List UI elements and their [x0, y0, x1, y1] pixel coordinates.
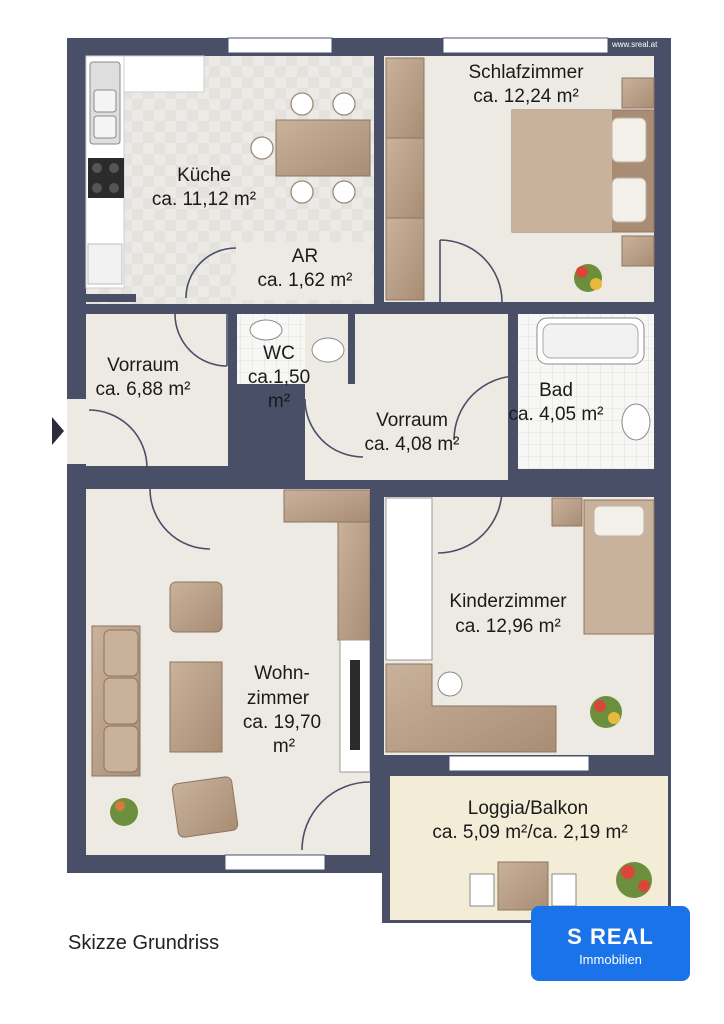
vorraum2-name: Vorraum	[376, 410, 448, 431]
loggia-table	[497, 861, 549, 911]
entry-arrow-icon	[52, 417, 64, 445]
stove-burners	[92, 163, 119, 193]
sreal-logo: S REAL Immobilien	[531, 906, 690, 981]
loggia-chair	[469, 873, 495, 907]
logo-sub: Immobilien	[579, 952, 642, 967]
wc-wall	[348, 314, 355, 384]
sink-basin	[93, 115, 117, 139]
wall-strip	[86, 294, 136, 302]
loggia-chair	[551, 873, 577, 907]
plant-icon	[110, 798, 138, 826]
plant-icon	[616, 862, 652, 898]
vorraum2-area: ca. 4,08 m²	[364, 434, 459, 455]
wc-unit: m²	[268, 391, 290, 412]
bath-sink-icon	[621, 403, 651, 441]
toilet-icon	[311, 337, 345, 363]
kids-pillow	[593, 505, 645, 537]
wardrobe	[385, 57, 425, 301]
dining-chairs	[250, 92, 356, 204]
tv-icon	[350, 660, 360, 750]
vorraum1-floor	[86, 314, 228, 466]
plant-icon	[574, 264, 602, 292]
ar-area: ca. 1,62 m²	[257, 270, 352, 291]
armchair	[171, 776, 239, 838]
ar-floor	[236, 242, 372, 300]
living-area: ca. 19,70	[243, 712, 321, 733]
kids-name: Kinderzimmer	[449, 591, 567, 612]
plant-icon	[590, 696, 622, 728]
watermark: www.sreal.at	[612, 40, 658, 49]
desk-chair	[437, 671, 463, 697]
kids-wardrobe	[385, 497, 433, 661]
plan-caption: Skizze Grundriss	[68, 932, 220, 954]
pillows	[611, 117, 647, 223]
kids-nightstand	[551, 497, 583, 527]
bath-name: Bad	[539, 380, 573, 401]
entry-gap	[67, 399, 89, 464]
wall-pillar	[370, 480, 384, 774]
living-name-1: Wohn-	[254, 663, 310, 684]
loggia-area: ca. 5,09 m²/ca. 2,19 m²	[432, 822, 627, 843]
living-name-2: zimmer	[247, 688, 310, 709]
living-unit: m²	[273, 736, 295, 757]
dining-table	[275, 119, 371, 177]
doors	[88, 239, 519, 851]
wc-sink-icon	[249, 319, 283, 341]
armchair	[169, 581, 223, 633]
wc-area: ca.1,50	[248, 367, 310, 388]
kitchen-name: Küche	[177, 165, 231, 186]
vorraum1-area: ca. 6,88 m²	[95, 379, 190, 400]
bedroom-area: ca. 12,24 m²	[473, 86, 579, 107]
kitchen-area: ca. 11,12 m²	[152, 189, 256, 210]
nightstands	[621, 77, 655, 267]
windows	[224, 37, 609, 871]
stove-icon	[88, 158, 124, 198]
wall-strip	[590, 473, 654, 483]
bathtub-inner	[542, 323, 639, 359]
sofa-cushions	[103, 629, 139, 773]
bath-area: ca. 4,05 m²	[508, 404, 603, 425]
wc-name: WC	[263, 343, 295, 364]
sink-basin	[93, 89, 117, 113]
logo-brand: S REAL	[567, 924, 654, 949]
fridge	[87, 243, 123, 285]
loggia-name: Loggia/Balkon	[468, 798, 588, 819]
bedroom-name: Schlafzimmer	[468, 62, 584, 83]
ar-name: AR	[292, 246, 318, 267]
bed-blanket	[512, 110, 612, 232]
vorraum1-name: Vorraum	[107, 355, 179, 376]
coffee-table	[169, 661, 223, 753]
wall-unit	[283, 489, 371, 641]
desk	[385, 663, 557, 753]
kitchen-counter	[123, 55, 205, 93]
kids-area: ca. 12,96 m²	[455, 616, 561, 637]
